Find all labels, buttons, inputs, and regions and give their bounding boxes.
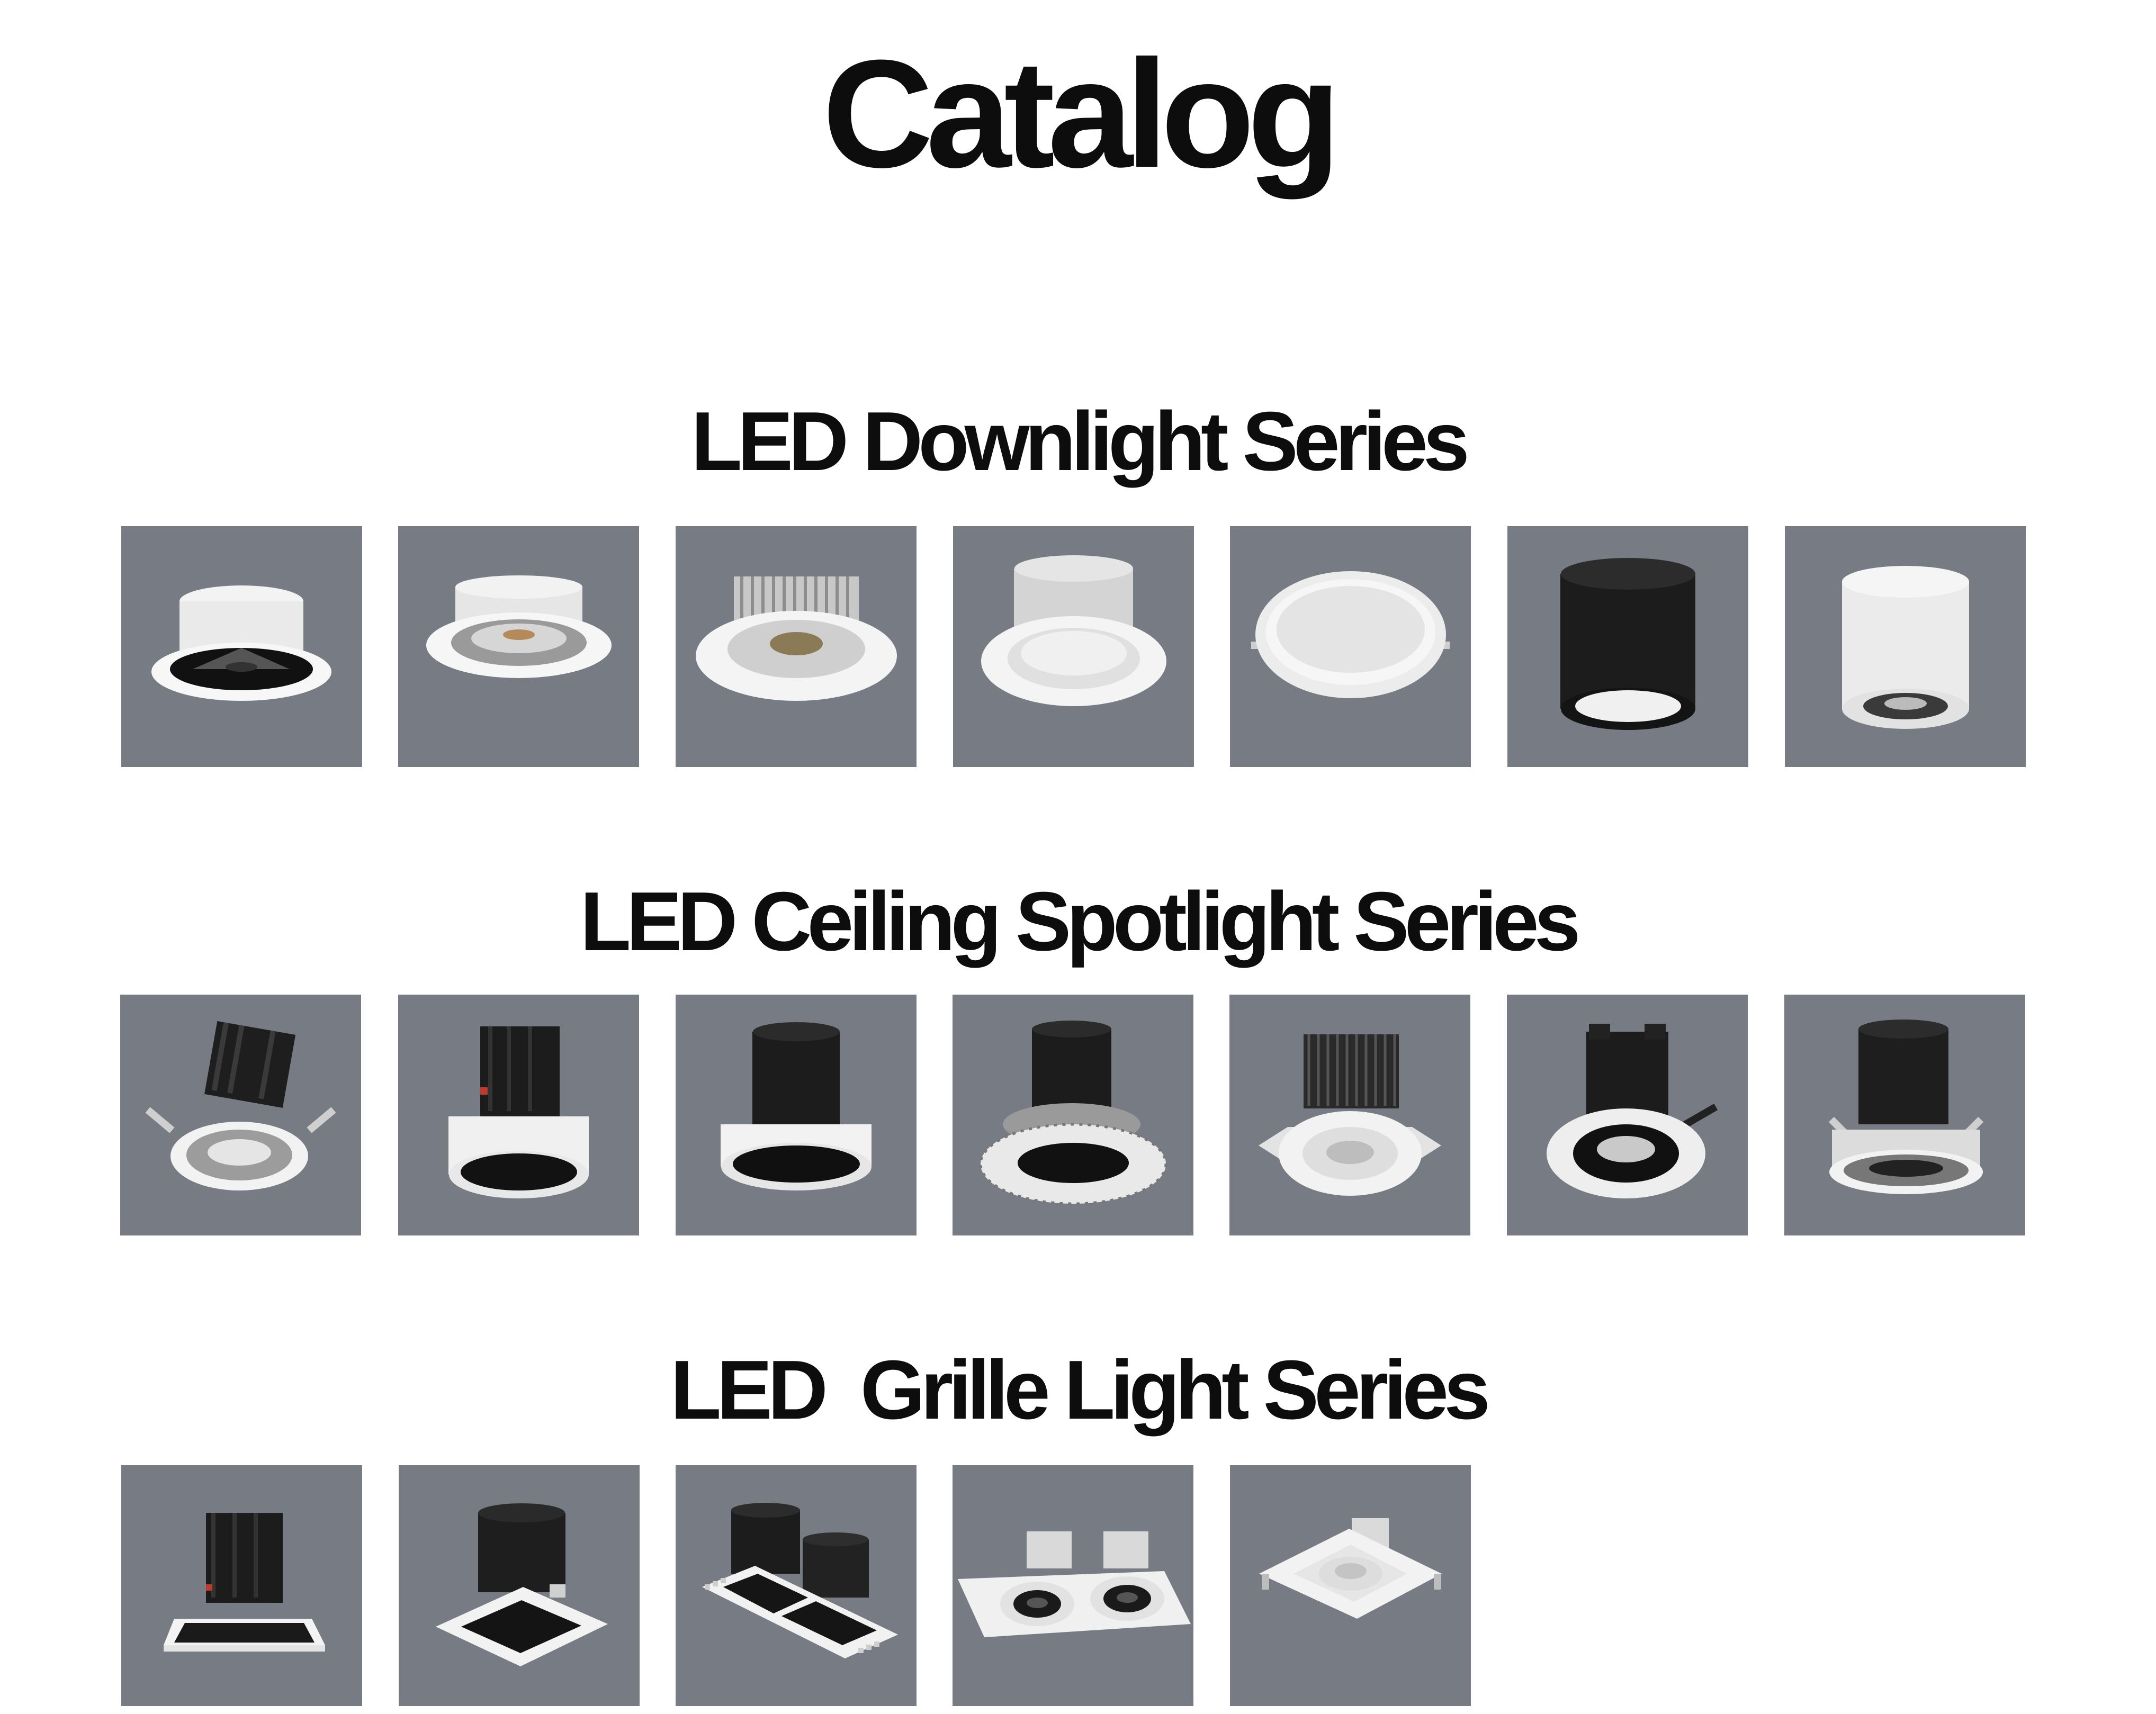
downlight-heatsink-cob-icon <box>696 576 897 701</box>
product-tile[interactable] <box>676 995 917 1235</box>
product-tile[interactable] <box>121 526 362 767</box>
grille-single-black-icon <box>436 1503 608 1666</box>
product-row-ceiling-spotlight <box>0 995 2156 1235</box>
section-title-downlight: LED Downlight Series <box>691 395 1470 488</box>
grille-double-black-icon <box>702 1503 898 1658</box>
product-tile[interactable] <box>676 526 917 767</box>
grille-double-white-icon <box>958 1531 1191 1637</box>
product-tile[interactable] <box>953 995 1193 1235</box>
product-tile[interactable] <box>676 1465 917 1706</box>
spotlight-heatsink-icon <box>1259 1034 1441 1196</box>
product-tile[interactable] <box>1230 526 1471 767</box>
product-tile[interactable] <box>1784 995 2025 1235</box>
page-title: Catalog <box>822 28 1341 200</box>
product-tile[interactable] <box>398 995 639 1235</box>
product-tile[interactable] <box>953 526 1194 767</box>
downlight-black-reflector-icon <box>151 585 331 701</box>
spotlight-ring-trim-icon <box>1547 1024 1718 1198</box>
grille-single-white-icon <box>1259 1518 1442 1619</box>
downlight-chrome-reflector-icon <box>426 575 612 678</box>
downlight-flat-panel-icon <box>1251 571 1450 698</box>
product-tile[interactable] <box>1507 995 1748 1235</box>
product-tile[interactable] <box>953 1465 1193 1706</box>
product-tile[interactable] <box>399 1465 640 1706</box>
section-title-grille-light: LED Grille Light Series <box>670 1343 1490 1437</box>
product-tile[interactable] <box>1507 526 1748 767</box>
surface-downlight-black-icon <box>1560 558 1695 730</box>
spotlight-tilted-chrome-icon <box>145 1021 336 1190</box>
product-tile[interactable] <box>120 995 361 1235</box>
product-tile[interactable] <box>121 1465 362 1706</box>
product-row-grille-light <box>0 1465 2156 1706</box>
grille-single-square-icon <box>164 1513 325 1652</box>
spotlight-deep-chrome-icon <box>1828 1020 1984 1194</box>
spotlight-black-housing-icon <box>448 1026 589 1198</box>
spotlight-black-cylinder-icon <box>721 1022 872 1190</box>
spotlight-trimless-icon <box>979 1021 1167 1205</box>
product-tile[interactable] <box>1229 995 1470 1235</box>
product-tile[interactable] <box>1785 526 2026 767</box>
section-title-ceiling-spotlight: LED Ceiling Spotlight Series <box>580 875 1580 968</box>
product-tile[interactable] <box>1230 1465 1471 1706</box>
downlight-white-reflector-icon <box>981 555 1166 706</box>
product-row-downlight <box>0 526 2156 767</box>
product-tile[interactable] <box>398 526 639 767</box>
surface-downlight-white-icon <box>1842 566 1969 729</box>
